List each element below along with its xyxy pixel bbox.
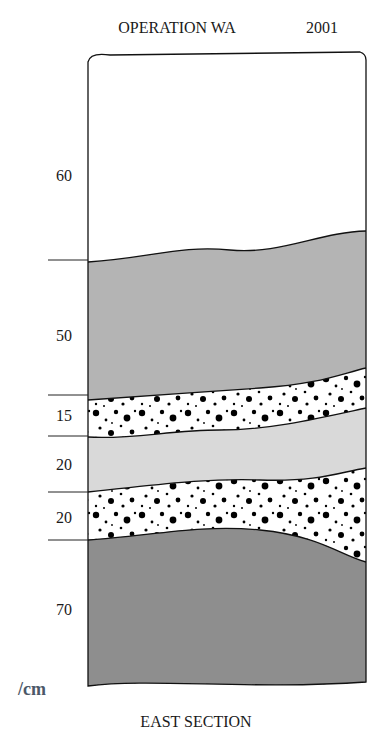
unit-label: /cm: [18, 680, 46, 700]
boundary-line: [88, 368, 366, 400]
boundary-line: [88, 231, 366, 262]
tick-line: [48, 540, 88, 541]
tick-line: [48, 260, 88, 261]
boundary-line: [88, 528, 366, 562]
boundary-line: [88, 408, 366, 438]
section-title: OPERATION WA: [118, 19, 235, 37]
year-label: 2001: [306, 19, 338, 37]
layers: [80, 40, 368, 700]
white-layer: [80, 40, 368, 700]
gravel-layer: [80, 368, 368, 700]
boundary-line: [88, 468, 366, 492]
thickness-label: 15: [56, 407, 72, 425]
tick-line: [48, 436, 88, 437]
dark-grey-layer: [80, 528, 368, 700]
light-grey-layer: [80, 408, 368, 700]
tick-line: [48, 395, 88, 396]
layer-boundaries: [88, 52, 366, 686]
thickness-label: 20: [56, 509, 72, 527]
thickness-label: 70: [56, 601, 72, 619]
section-outline: [88, 52, 366, 686]
thickness-label: 50: [56, 327, 72, 345]
depth-ticks: [48, 260, 88, 540]
section-caption: EAST SECTION: [140, 713, 251, 731]
tick-line: [48, 492, 88, 493]
grey-layer: [80, 231, 368, 700]
gravel-layer: [80, 468, 368, 700]
thickness-label: 20: [56, 456, 72, 474]
thickness-label: 60: [56, 167, 72, 185]
